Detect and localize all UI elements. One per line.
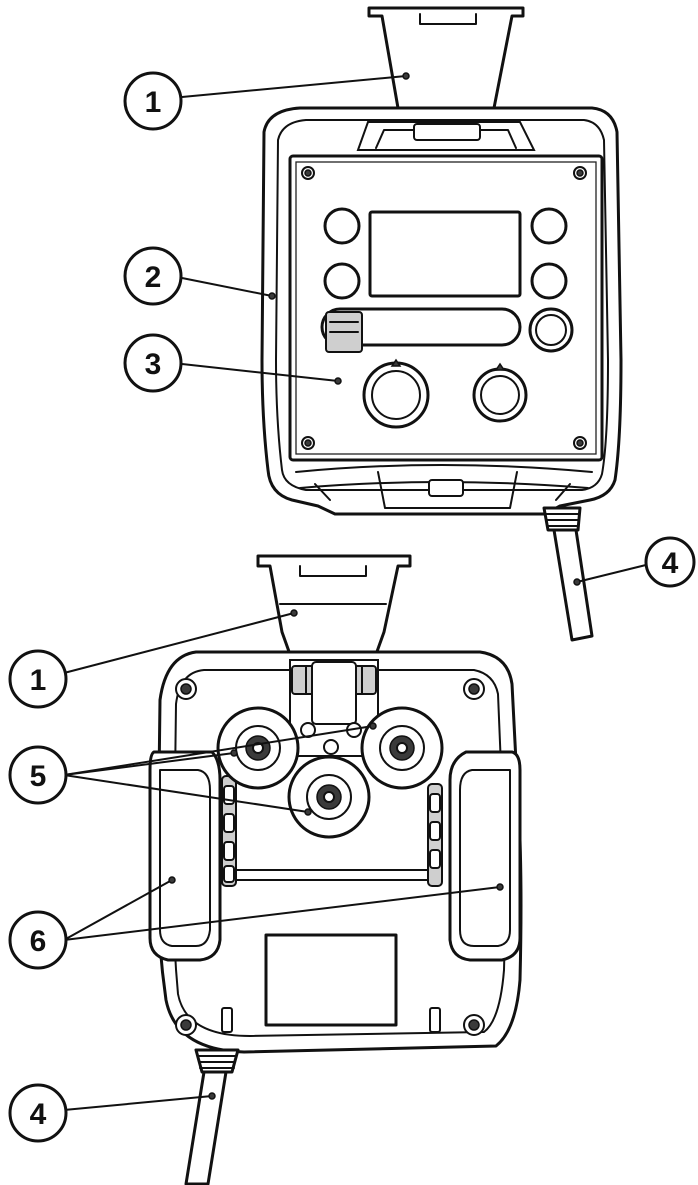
callout-2-label: 2	[145, 261, 162, 294]
callout-4-back: 4	[8, 1083, 68, 1143]
back-rollers	[216, 706, 444, 839]
callout-1-back: 1	[8, 649, 68, 709]
front-cable	[542, 506, 594, 642]
callout-4-front-label: 4	[662, 547, 679, 580]
back-hanging-bracket	[256, 554, 412, 662]
front-view	[260, 6, 623, 642]
callout-1-front: 1	[123, 71, 183, 131]
callout-3: 3	[123, 333, 183, 393]
back-handles	[148, 750, 522, 962]
front-control-panel	[288, 154, 604, 462]
callout-6-label: 6	[30, 925, 47, 958]
leader-lines	[63, 72, 655, 1111]
callout-6: 6	[8, 910, 68, 970]
callout-4-front: 4	[644, 536, 696, 588]
callout-1-front-label: 1	[145, 86, 162, 119]
callout-5-label: 5	[30, 760, 47, 793]
back-cable	[184, 1048, 240, 1185]
callout-2: 2	[123, 246, 183, 306]
callout-1-back-label: 1	[30, 664, 47, 697]
back-view	[148, 554, 523, 1185]
front-hanging-bracket	[367, 6, 525, 110]
callout-3-label: 3	[145, 348, 162, 381]
callout-4-back-label: 4	[30, 1098, 47, 1131]
callout-5: 5	[8, 745, 68, 805]
